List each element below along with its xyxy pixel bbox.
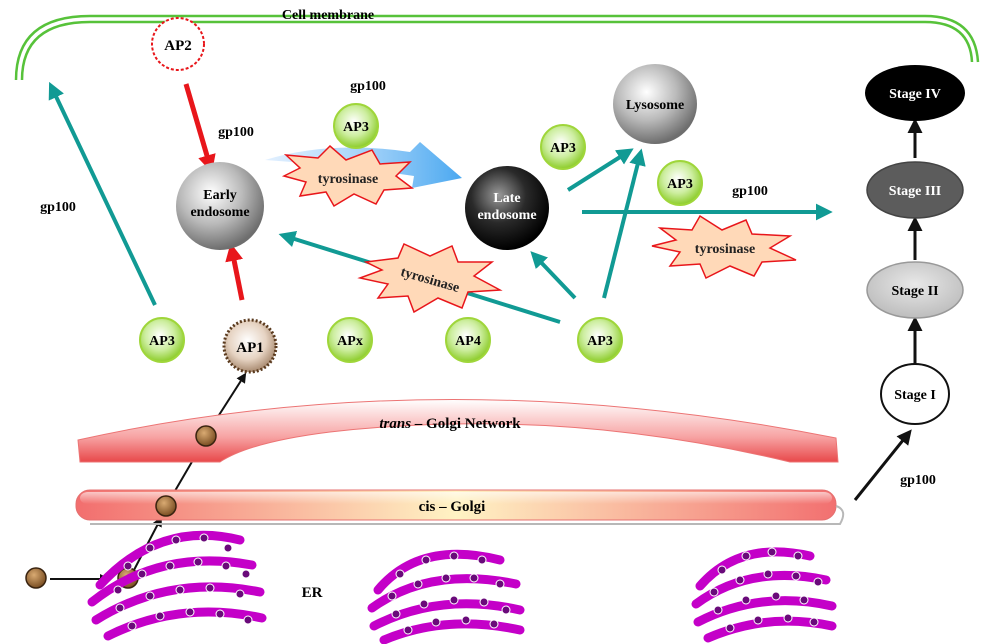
gp100-left-label: gp100 (40, 200, 76, 215)
tyrosinase-burst-2: tyrosinase (357, 242, 503, 314)
black-arrows (50, 118, 923, 584)
ap3-top-label: AP3 (343, 120, 369, 135)
ap3-bottom-right-label: AP3 (587, 334, 613, 349)
trans-golgi-network: trans – Golgi Network (77, 399, 839, 463)
ap1-label: AP1 (236, 340, 264, 356)
arrow-ap3-to-late-endosome (530, 251, 577, 300)
cell-membrane-label: Cell membrane (282, 8, 374, 23)
ap4-label: AP4 (455, 334, 481, 349)
trans-golgi-suffix: – Golgi Network (411, 416, 521, 432)
vesicle-entry (25, 567, 47, 589)
cell-membrane: Cell membrane (14, 8, 980, 81)
er-stack-middle (367, 549, 525, 644)
late-endosome: Late endosome (465, 166, 549, 250)
er-stack-right (691, 547, 837, 643)
stage-iii-label: Stage III (889, 184, 942, 199)
early-endosome: Early endosome (176, 162, 264, 250)
cis-golgi: cis – Golgi (75, 489, 845, 525)
er-label: ER (302, 585, 323, 601)
late-endosome-label-1: Late (493, 191, 520, 206)
cis-golgi-label: cis – Golgi (419, 499, 486, 515)
vesicle-cis (155, 495, 177, 517)
stage-ii-label: Stage II (891, 284, 938, 299)
lysosome-label: Lysosome (626, 98, 684, 113)
gp100-endosome-label: gp100 (218, 125, 254, 140)
apx-adaptor: APx (327, 317, 373, 363)
red-arrows (183, 83, 245, 301)
early-endosome-label-1: Early (203, 188, 236, 203)
stage-iv: Stage IV (865, 65, 965, 121)
arrow-ap3-to-membrane (48, 81, 157, 306)
arrow-late-endosome-to-lysosome (566, 148, 634, 192)
ap3-bottom-left: AP3 (139, 317, 185, 363)
stage-ii: Stage II (866, 261, 964, 319)
ap3-mid-label: AP3 (550, 141, 576, 156)
gp100-stage-label: gp100 (900, 473, 936, 488)
arrow-to-stage-i (853, 429, 912, 501)
ap2-label: AP2 (164, 38, 192, 54)
stage-i-label: Stage I (894, 388, 936, 403)
arrow-ap1-to-early-endosome (225, 242, 245, 301)
arrow-ap2-to-early-endosome (183, 83, 216, 173)
lysosome: Lysosome (613, 64, 697, 144)
gp100-right-label: gp100 (732, 184, 768, 199)
ap3-top: AP3 (333, 103, 379, 149)
late-endosome-label-2: endosome (477, 208, 536, 223)
endoplasmic-reticulum: ER (87, 530, 837, 644)
ap2-adaptor: AP2 (151, 17, 205, 71)
ap3-bottom-left-label: AP3 (149, 334, 175, 349)
ap3-right-label: AP3 (667, 177, 693, 192)
tyrosinase-burst-3: tyrosinase (651, 214, 797, 280)
ap4-adaptor: AP4 (445, 317, 491, 363)
ap3-mid: AP3 (540, 124, 586, 170)
tyrosinase-3-label: tyrosinase (695, 242, 755, 257)
tyrosinase-burst-1: tyrosinase (281, 144, 415, 208)
tyrosinase-1-label: tyrosinase (318, 172, 378, 187)
arrow-ap3-to-lysosome (602, 148, 646, 299)
ap3-right: AP3 (657, 160, 703, 206)
early-endosome-label-2: endosome (190, 205, 249, 220)
stage-iii: Stage III (866, 161, 964, 219)
apx-label: APx (337, 334, 363, 349)
ap1-adaptor: AP1 (222, 318, 278, 374)
trans-golgi-label: trans – Golgi Network (379, 416, 521, 432)
ap3-bottom-right: AP3 (577, 317, 623, 363)
er-stack-left (87, 530, 267, 641)
stage-i: Stage I (880, 363, 950, 425)
vesicle-trans (195, 425, 217, 447)
gp100-top-label: gp100 (350, 79, 386, 94)
stage-iv-label: Stage IV (889, 87, 941, 102)
trans-golgi-prefix: trans (379, 416, 411, 432)
